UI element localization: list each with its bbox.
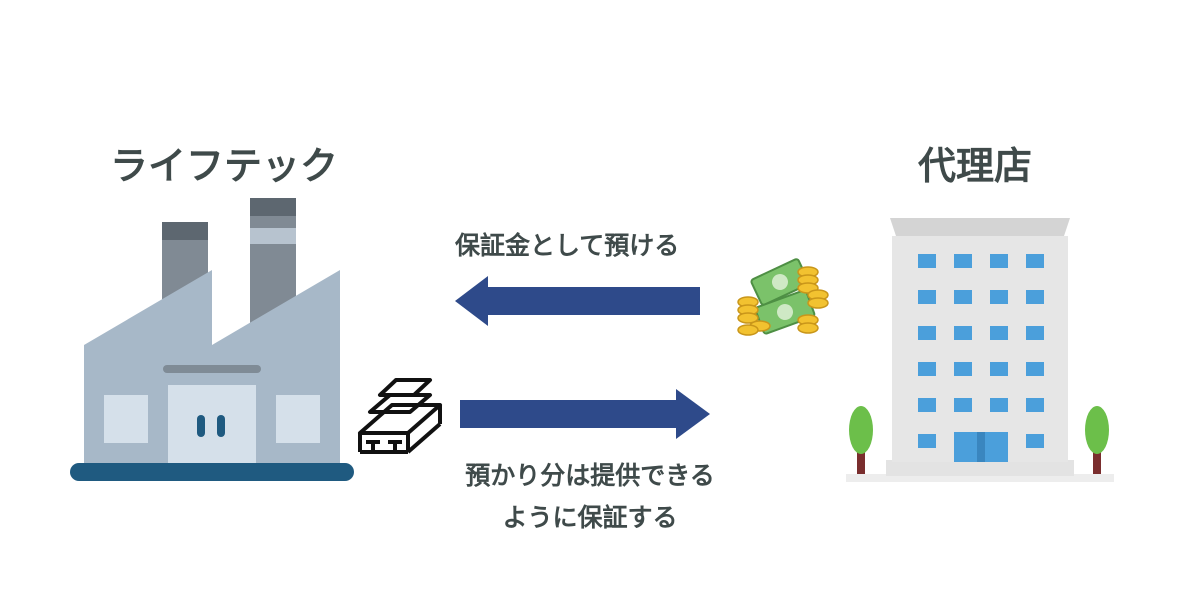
factory-title: ライフテック xyxy=(110,144,339,188)
guarantee-caption-line-1: 預かり分は提供できる xyxy=(465,461,715,490)
left-arrow-icon xyxy=(455,276,700,326)
office-building-icon xyxy=(846,218,1114,482)
agency-title: 代理店 xyxy=(918,144,1033,188)
gold-bars-icon xyxy=(358,378,442,454)
factory-icon xyxy=(70,198,354,481)
guarantee-caption: 預かり分は提供できる ように保証する xyxy=(430,455,750,539)
guarantee-caption-line-2: ように保証する xyxy=(502,503,678,532)
tree-icon-left xyxy=(849,406,873,474)
tree-icon-right xyxy=(1085,406,1109,474)
right-arrow-icon xyxy=(460,389,710,439)
money-icon xyxy=(737,258,829,336)
deposit-caption: 保証金として預ける xyxy=(455,231,680,260)
